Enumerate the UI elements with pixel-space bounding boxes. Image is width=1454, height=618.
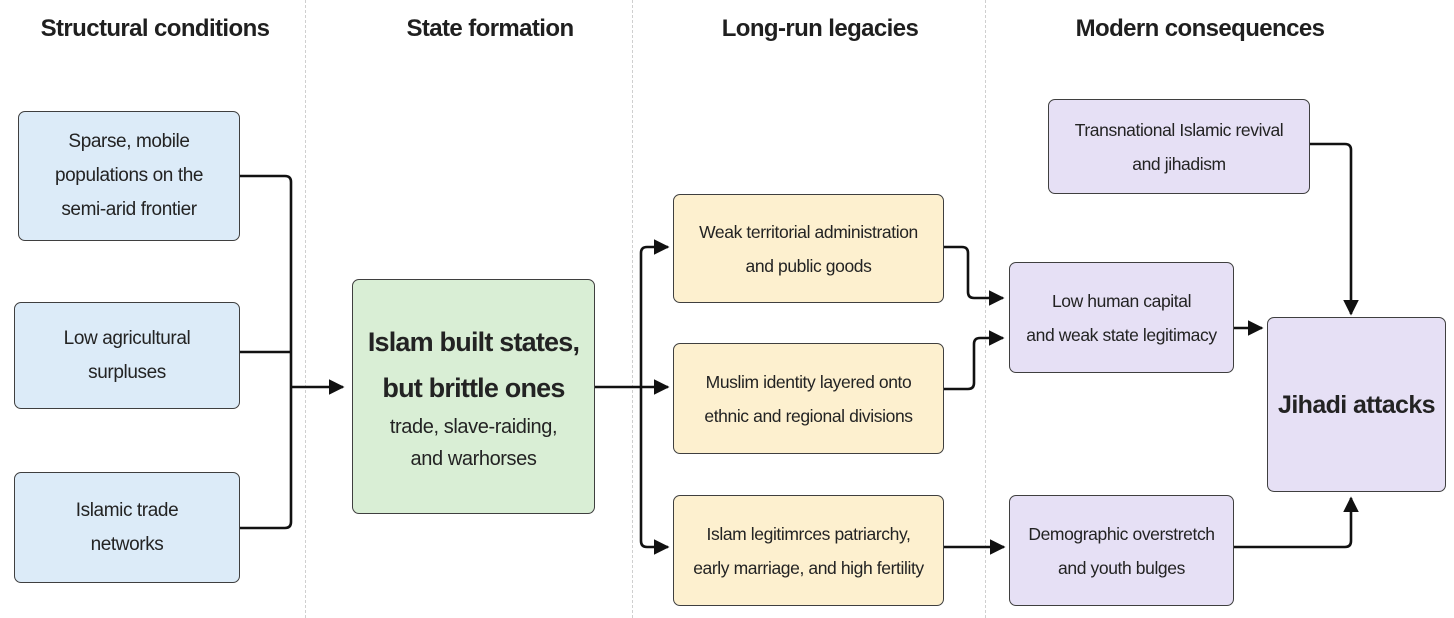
connector-trade <box>240 384 293 530</box>
node-text-line: and public goods <box>745 255 872 276</box>
arrow-demographic-to-jihadi <box>1234 496 1359 549</box>
node-text-line: Islam legitimrces patriarchy, <box>706 523 911 544</box>
column-divider <box>632 0 633 618</box>
arrow-state-to-weak-admin <box>639 239 670 387</box>
node-demographic-overstretch[interactable]: Demographic overstretch and youth bulges <box>1009 495 1234 606</box>
node-text-line: networks <box>90 533 164 555</box>
node-text-line: Low human capital <box>1051 290 1192 311</box>
node-text-line: Sparse, mobile <box>68 131 190 152</box>
node-low-human-capital[interactable]: Low human capital and weak state legitim… <box>1009 262 1234 373</box>
column-divider <box>985 0 986 618</box>
node-text-line: and jihadism <box>1132 153 1226 174</box>
column-header-state-formation: State formation <box>406 15 574 42</box>
column-header-structural: Structural conditions <box>40 15 270 42</box>
node-text-line: early marriage, and high fertility <box>693 557 924 578</box>
column-divider <box>305 0 306 618</box>
node-text-line: populations on the <box>54 165 204 186</box>
connector-sparse <box>240 174 293 384</box>
node-text-line: Weak territorial administration <box>699 221 918 242</box>
column-header-modern: Modern consequences <box>1075 15 1325 42</box>
node-title-line: but brittle ones <box>382 372 565 403</box>
node-text-line: Transnational Islamic revival <box>1074 119 1284 140</box>
node-title-line: Islam built states, <box>367 326 580 357</box>
node-subtitle-line: and warhorses <box>410 447 537 470</box>
node-text-line: surpluses <box>88 361 166 383</box>
node-islam-legitimizes-patriarchy[interactable]: Islam legitimrces patriarchy, early marr… <box>673 495 944 606</box>
node-jihadi-attacks[interactable]: Jihadi attacks <box>1267 317 1446 492</box>
node-muslim-identity[interactable]: Muslim identity layered onto ethnic and … <box>673 343 944 454</box>
node-islam-built-states[interactable]: Islam built states, but brittle ones tra… <box>352 279 595 514</box>
node-sparse-populations[interactable]: Sparse, mobile populations on the semi-a… <box>18 111 240 241</box>
node-text-line: ethnic and regional divisions <box>704 405 913 426</box>
arrow-state-to-patriarchy <box>639 387 670 555</box>
node-text-line: semi-arid frontier <box>61 199 197 220</box>
node-subtitle-line: trade, slave-raiding, <box>389 415 558 438</box>
node-transnational-islamic-revival[interactable]: Transnational Islamic revival and jihadi… <box>1048 99 1310 194</box>
node-text-line: Islamic trade <box>75 499 179 521</box>
node-text-line: Demographic overstretch <box>1028 523 1215 544</box>
node-weak-territorial-administration[interactable]: Weak territorial administration and publ… <box>673 194 944 303</box>
node-text-line: and weak state legitimacy <box>1026 324 1217 345</box>
node-text-line: and youth bulges <box>1058 557 1185 578</box>
node-text-line: Low agricultural <box>63 327 191 349</box>
node-islamic-trade-networks[interactable]: Islamic trade networks <box>14 472 240 583</box>
node-text-line: Jihadi attacks <box>1278 390 1436 419</box>
node-text-line: Muslim identity layered onto <box>705 371 912 392</box>
arrow-transnational-to-jihadi <box>1310 142 1359 316</box>
node-low-agricultural-surpluses[interactable]: Low agricultural surpluses <box>14 302 240 409</box>
arrow-weak-admin-to-human-capital <box>944 245 1005 306</box>
column-header-legacies: Long-run legacies <box>721 15 919 42</box>
arrow-identity-to-human-capital <box>944 330 1005 391</box>
